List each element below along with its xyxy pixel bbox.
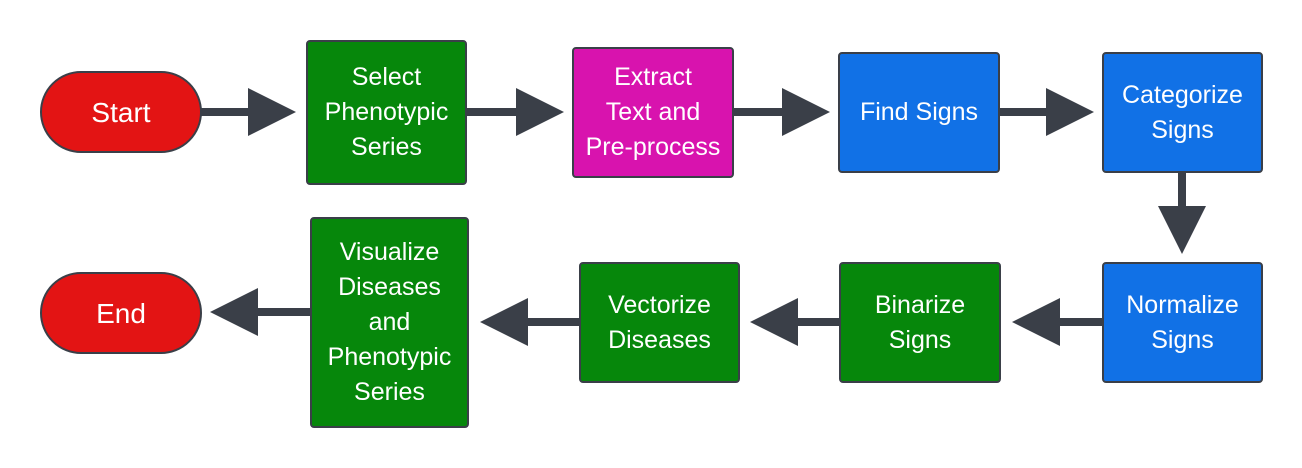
select-phenotypic-series-step: Select Phenotypic Series — [306, 40, 467, 185]
normalize-signs-step: Normalize Signs — [1102, 262, 1263, 383]
start-terminal: Start — [40, 71, 202, 153]
vectorize-diseases-step: Vectorize Diseases — [579, 262, 740, 383]
binarize-signs-step: Binarize Signs — [839, 262, 1001, 383]
extract-text-step: Extract Text and Pre-process — [572, 47, 734, 178]
visualize-diseases-step: Visualize Diseases and Phenotypic Series — [310, 217, 469, 428]
find-signs-step: Find Signs — [838, 52, 1000, 173]
end-terminal: End — [40, 272, 202, 354]
categorize-signs-step: Categorize Signs — [1102, 52, 1263, 173]
